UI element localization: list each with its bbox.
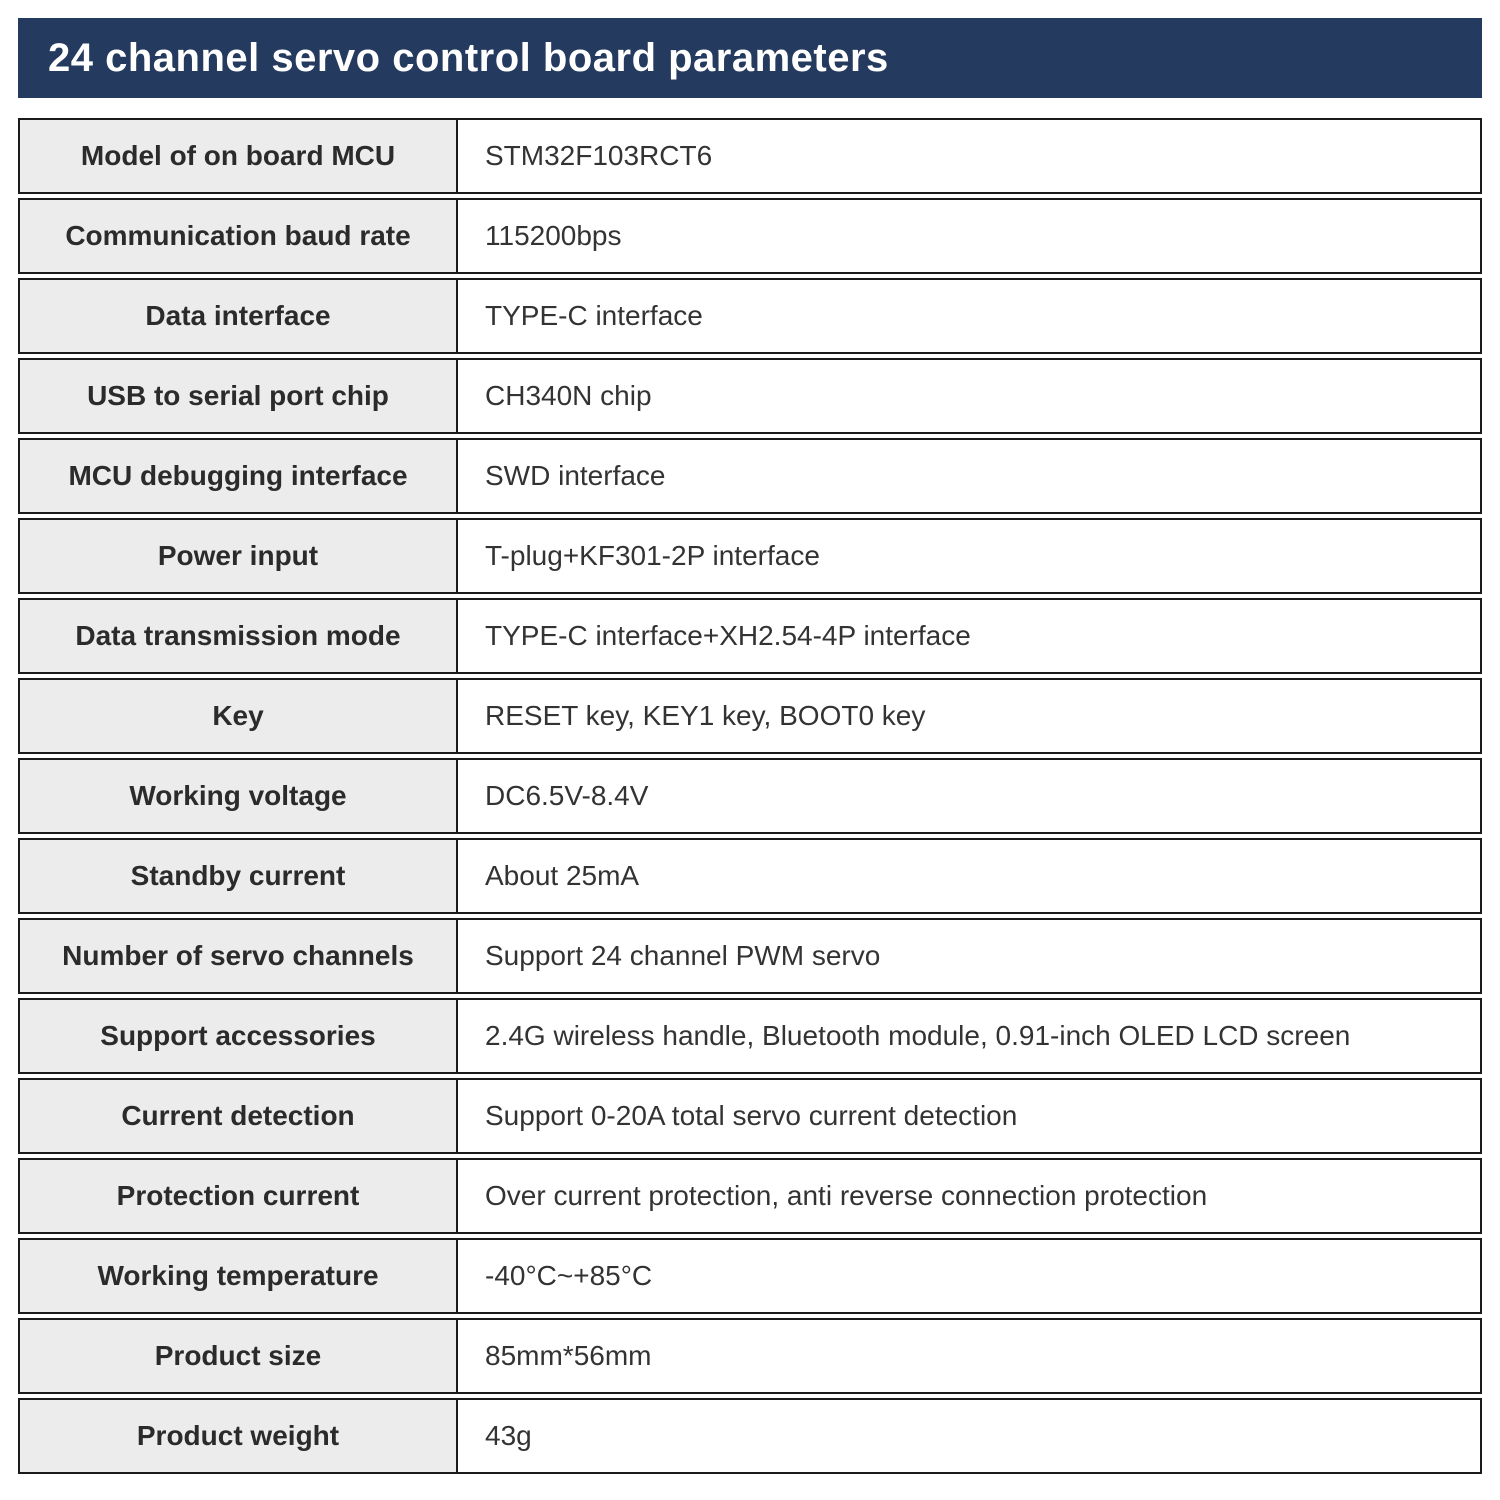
- table-row: Working voltage DC6.5V-8.4V: [18, 758, 1482, 834]
- table-row: Support accessories 2.4G wireless handle…: [18, 998, 1482, 1074]
- table-row: MCU debugging interface SWD interface: [18, 438, 1482, 514]
- table-row: Working temperature -40°C~+85°C: [18, 1238, 1482, 1314]
- param-name-cell: MCU debugging interface: [20, 440, 458, 512]
- param-name-cell: Communication baud rate: [20, 200, 458, 272]
- param-name-cell: Product size: [20, 1320, 458, 1392]
- param-value-cell: About 25mA: [458, 840, 1480, 912]
- param-name-cell: Working temperature: [20, 1240, 458, 1312]
- param-name-cell: Model of on board MCU: [20, 120, 458, 192]
- table-row: Protection current Over current protecti…: [18, 1158, 1482, 1234]
- param-name-cell: Product weight: [20, 1400, 458, 1472]
- param-value-cell: 43g: [458, 1400, 1480, 1472]
- param-value-cell: Support 0-20A total servo current detect…: [458, 1080, 1480, 1152]
- table-row: Number of servo channels Support 24 chan…: [18, 918, 1482, 994]
- table-row: Standby current About 25mA: [18, 838, 1482, 914]
- table-row: USB to serial port chip CH340N chip: [18, 358, 1482, 434]
- param-name-cell: Data interface: [20, 280, 458, 352]
- param-value-cell: -40°C~+85°C: [458, 1240, 1480, 1312]
- param-name-cell: Number of servo channels: [20, 920, 458, 992]
- table-row: Current detection Support 0-20A total se…: [18, 1078, 1482, 1154]
- param-name-cell: Key: [20, 680, 458, 752]
- param-name-cell: Data transmission mode: [20, 600, 458, 672]
- spec-table: Model of on board MCU STM32F103RCT6 Comm…: [18, 118, 1482, 1474]
- table-row: Communication baud rate 115200bps: [18, 198, 1482, 274]
- param-value-cell: CH340N chip: [458, 360, 1480, 432]
- param-value-cell: TYPE-C interface+XH2.54-4P interface: [458, 600, 1480, 672]
- spec-sheet: 24 channel servo control board parameter…: [0, 18, 1500, 1500]
- table-row: Product size 85mm*56mm: [18, 1318, 1482, 1394]
- param-value-cell: TYPE-C interface: [458, 280, 1480, 352]
- page-title: 24 channel servo control board parameter…: [48, 35, 889, 80]
- title-bar: 24 channel servo control board parameter…: [18, 18, 1482, 98]
- table-row: Model of on board MCU STM32F103RCT6: [18, 118, 1482, 194]
- param-value-cell: Support 24 channel PWM servo: [458, 920, 1480, 992]
- param-value-cell: RESET key, KEY1 key, BOOT0 key: [458, 680, 1480, 752]
- table-row: Power input T-plug+KF301-2P interface: [18, 518, 1482, 594]
- param-name-cell: Protection current: [20, 1160, 458, 1232]
- param-value-cell: STM32F103RCT6: [458, 120, 1480, 192]
- param-value-cell: DC6.5V-8.4V: [458, 760, 1480, 832]
- table-row: Key RESET key, KEY1 key, BOOT0 key: [18, 678, 1482, 754]
- table-row: Product weight 43g: [18, 1398, 1482, 1474]
- param-name-cell: Working voltage: [20, 760, 458, 832]
- param-value-cell: SWD interface: [458, 440, 1480, 512]
- table-row: Data transmission mode TYPE-C interface+…: [18, 598, 1482, 674]
- param-name-cell: USB to serial port chip: [20, 360, 458, 432]
- param-value-cell: 115200bps: [458, 200, 1480, 272]
- param-name-cell: Current detection: [20, 1080, 458, 1152]
- param-value-cell: 85mm*56mm: [458, 1320, 1480, 1392]
- param-name-cell: Support accessories: [20, 1000, 458, 1072]
- param-name-cell: Power input: [20, 520, 458, 592]
- param-value-cell: T-plug+KF301-2P interface: [458, 520, 1480, 592]
- param-value-cell: Over current protection, anti reverse co…: [458, 1160, 1480, 1232]
- table-row: Data interface TYPE-C interface: [18, 278, 1482, 354]
- param-value-cell: 2.4G wireless handle, Bluetooth module, …: [458, 1000, 1480, 1072]
- param-name-cell: Standby current: [20, 840, 458, 912]
